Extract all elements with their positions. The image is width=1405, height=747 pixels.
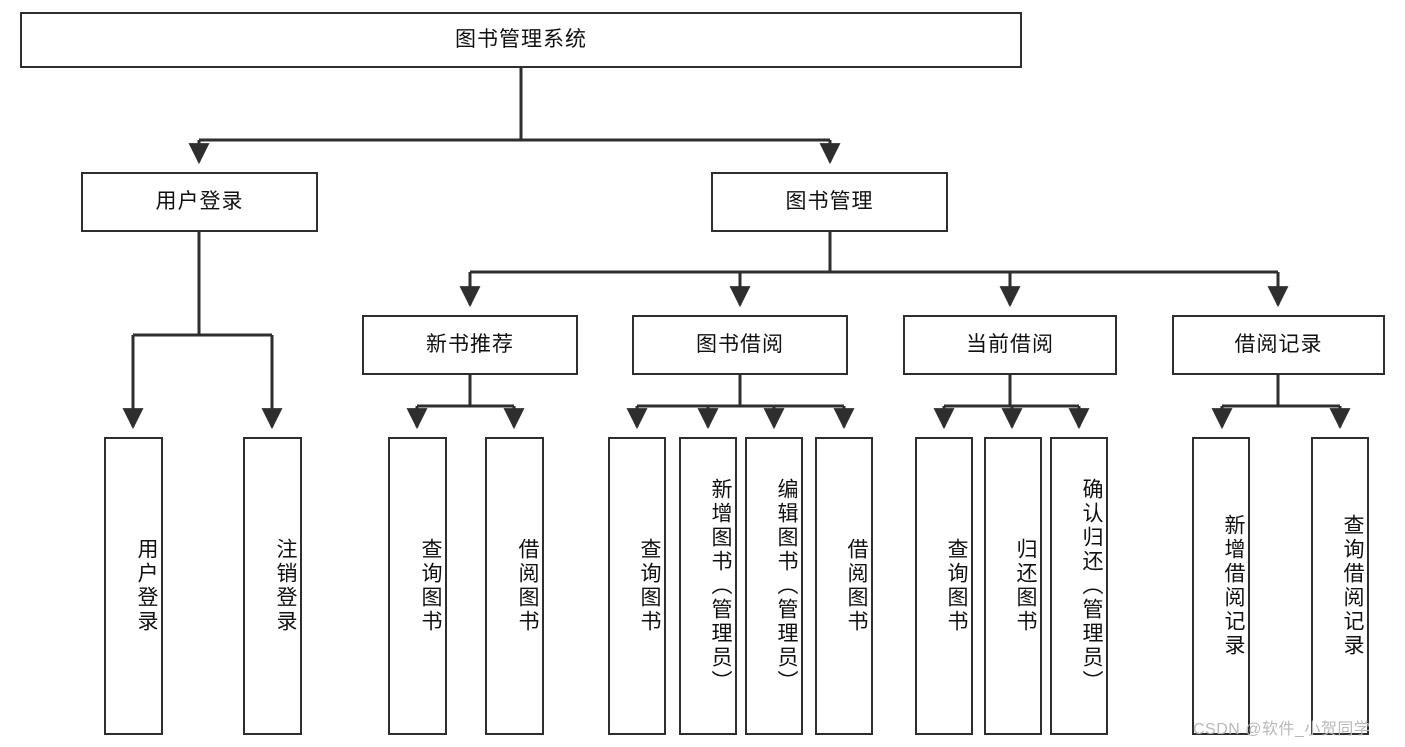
node-current-borrow-label: 当前借阅 [966, 333, 1054, 357]
node-leaf-edit-book-label: 编辑图书（管理员） [775, 478, 798, 694]
node-leaf-return-book-label: 归还图书 [1014, 538, 1037, 634]
node-root[interactable]: 图书管理系统 [20, 12, 1022, 68]
node-leaf-query-book-2-label: 查询图书 [638, 538, 661, 634]
node-book-manage[interactable]: 图书管理 [711, 172, 948, 232]
node-user-login-label: 用户登录 [155, 190, 244, 214]
node-leaf-query-book-1[interactable]: 查询图书 [388, 437, 447, 735]
node-leaf-edit-book[interactable]: 编辑图书（管理员） [745, 437, 803, 735]
node-leaf-add-record-label: 新增借阅记录 [1222, 514, 1245, 658]
node-leaf-query-book-1-label: 查询图书 [419, 538, 442, 634]
node-leaf-add-book-label: 新增图书（管理员） [709, 478, 732, 694]
node-borrow-record-label: 借阅记录 [1234, 333, 1323, 357]
node-user-login[interactable]: 用户登录 [81, 172, 318, 232]
node-book-borrow[interactable]: 图书借阅 [632, 315, 848, 375]
node-leaf-borrow-book-2[interactable]: 借阅图书 [815, 437, 873, 735]
node-leaf-add-book[interactable]: 新增图书（管理员） [679, 437, 737, 735]
node-leaf-add-record[interactable]: 新增借阅记录 [1192, 437, 1250, 735]
node-leaf-query-book-3-label: 查询图书 [945, 538, 968, 634]
node-book-borrow-label: 图书借阅 [696, 333, 784, 357]
node-new-book-recommend-label: 新书推荐 [426, 333, 514, 357]
node-root-label: 图书管理系统 [455, 28, 587, 52]
node-leaf-query-book-3[interactable]: 查询图书 [915, 437, 973, 735]
node-leaf-query-record[interactable]: 查询借阅记录 [1311, 437, 1369, 735]
node-current-borrow[interactable]: 当前借阅 [903, 315, 1117, 375]
node-leaf-confirm-return[interactable]: 确认归还（管理员） [1050, 437, 1108, 735]
node-book-manage-label: 图书管理 [785, 190, 874, 214]
node-new-book-recommend[interactable]: 新书推荐 [362, 315, 578, 375]
node-leaf-user-login-label: 用户登录 [135, 538, 158, 634]
node-leaf-query-record-label: 查询借阅记录 [1341, 514, 1364, 658]
node-leaf-borrow-book-2-label: 借阅图书 [845, 538, 868, 634]
node-leaf-borrow-book-1[interactable]: 借阅图书 [485, 437, 544, 735]
node-leaf-user-login[interactable]: 用户登录 [104, 437, 163, 735]
node-leaf-logout-login-label: 注销登录 [274, 538, 297, 634]
node-borrow-record[interactable]: 借阅记录 [1172, 315, 1385, 375]
node-leaf-confirm-return-label: 确认归还（管理员） [1080, 478, 1103, 694]
node-leaf-return-book[interactable]: 归还图书 [984, 437, 1042, 735]
node-leaf-borrow-book-1-label: 借阅图书 [516, 538, 539, 634]
node-leaf-query-book-2[interactable]: 查询图书 [608, 437, 666, 735]
node-leaf-logout-login[interactable]: 注销登录 [243, 437, 302, 735]
